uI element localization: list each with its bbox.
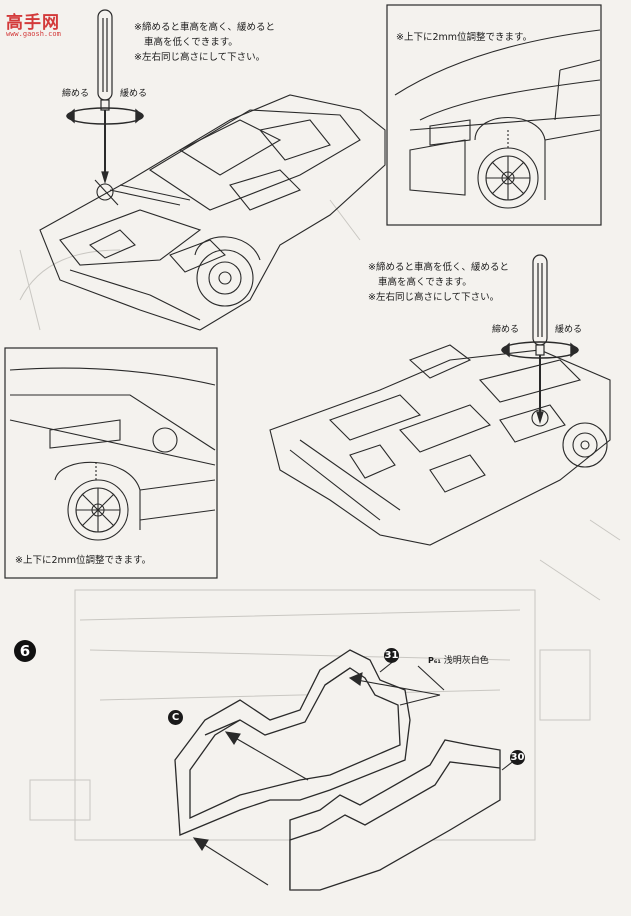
front-inset-car: [394, 29, 601, 209]
part-tree-c-marker: C: [168, 710, 183, 725]
paint-callout: P₆₁ 浅明灰白色: [428, 653, 489, 666]
part-31-seat-back: [174, 649, 411, 836]
front-note-line2: 車高を低くできます。: [144, 37, 238, 48]
front-chassis-sketch: [39, 94, 386, 331]
rear-inset-car: [9, 367, 216, 541]
watermark-logo: 高手网: [6, 13, 60, 33]
paint-code: P₆₁: [428, 656, 441, 665]
site-watermark: 高手网 www.gaosh.com: [6, 8, 68, 42]
rear-note-line1: ※締めると車高を低く、緩めると: [368, 262, 509, 273]
front-note-line3: ※左右同じ高さにして下さい。: [134, 52, 266, 63]
front-rotation-arrow: [65, 107, 145, 125]
step-number-badge: 6: [14, 640, 36, 662]
rear-inset-note: ※上下に2mm位調整できます。: [15, 555, 152, 566]
front-note-line1: ※締めると車高を高く、緩めると: [134, 22, 275, 33]
watermark-url: www.gaosh.com: [6, 30, 61, 38]
rear-note-line2: 車高を高くできます。: [378, 277, 472, 288]
front-adjust-note: ※締めると車高を高く、緩めると 車高を低くできます。 ※左右同じ高さにして下さい…: [134, 20, 275, 65]
part-31-number: 31: [384, 648, 399, 663]
rear-tighten-label: 締める: [492, 325, 520, 335]
rear-screwdriver: [532, 254, 548, 425]
rear-rotation-arrow: [500, 341, 580, 359]
assembly-arrows: [192, 659, 521, 886]
rear-inset-box: [4, 347, 218, 579]
front-tighten-label: 締める: [62, 89, 90, 99]
part-30-seat-base: [289, 739, 501, 891]
rear-note-line3: ※左右同じ高さにして下さい。: [368, 292, 500, 303]
rear-adjust-note: ※締めると車高を低く、緩めると 車高を高くできます。 ※左右同じ高さにして下さい…: [368, 260, 509, 305]
rear-chassis-sketch: [269, 344, 611, 546]
part-30-number: 30: [510, 750, 525, 765]
front-inset-note: ※上下に2mm位調整できます。: [396, 32, 533, 43]
rear-loosen-label: 緩める: [555, 325, 583, 335]
front-inset-box: [386, 4, 602, 226]
front-screwdriver: [97, 9, 113, 185]
front-loosen-label: 緩める: [120, 89, 148, 99]
paint-color-name: 浅明灰白色: [443, 656, 489, 666]
